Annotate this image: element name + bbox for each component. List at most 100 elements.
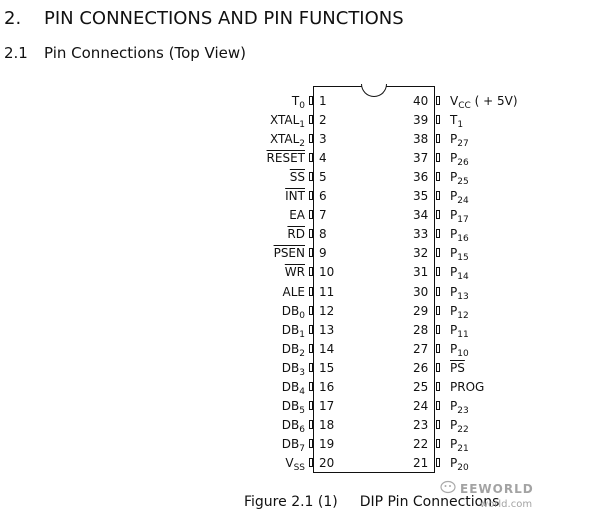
pin-lead-right bbox=[436, 305, 440, 315]
pin-lead-left bbox=[309, 191, 313, 201]
pin-number-30: 30 bbox=[413, 284, 429, 299]
pin-label-24: P23 bbox=[450, 398, 469, 416]
pin-label-13: DB1 bbox=[281, 322, 305, 340]
ic-package-body bbox=[313, 86, 435, 473]
pin-number-26: 26 bbox=[413, 360, 429, 375]
pin-lead-left bbox=[309, 267, 313, 277]
pin-lead-right bbox=[436, 248, 440, 258]
pin-label-16: DB4 bbox=[281, 379, 305, 397]
pin-lead-right bbox=[436, 286, 440, 296]
chat-bubble-icon bbox=[440, 480, 456, 494]
pin-number-8: 8 bbox=[319, 227, 327, 242]
pin-lead-left bbox=[309, 210, 313, 220]
pin-lead-right bbox=[436, 153, 440, 163]
pin-label-39: T1 bbox=[450, 113, 464, 131]
pin-label-4: RESET bbox=[266, 151, 305, 166]
pin-label-32: P15 bbox=[450, 246, 469, 264]
pin-label-12: DB0 bbox=[281, 303, 305, 321]
pin-label-23: P22 bbox=[450, 417, 469, 435]
pin-number-17: 17 bbox=[319, 398, 335, 413]
pin-lead-left bbox=[309, 134, 313, 144]
pin-lead-left bbox=[309, 400, 313, 410]
pin-label-19: DB7 bbox=[281, 436, 305, 454]
pin-label-3: XTAL2 bbox=[269, 132, 305, 150]
pin-lead-left bbox=[309, 324, 313, 334]
pin-lead-right bbox=[436, 267, 440, 277]
pin-label-26: PS bbox=[450, 360, 465, 375]
pin-number-12: 12 bbox=[319, 303, 335, 318]
section-title: PIN CONNECTIONS AND PIN FUNCTIONS bbox=[44, 8, 404, 29]
pin-number-2: 2 bbox=[319, 113, 327, 128]
pin-label-29: P12 bbox=[450, 303, 469, 321]
pin-label-31: P14 bbox=[450, 265, 469, 283]
pin-number-32: 32 bbox=[413, 246, 429, 261]
pin-label-35: P24 bbox=[450, 189, 469, 207]
pin-label-10: WR bbox=[284, 265, 305, 280]
pin-number-6: 6 bbox=[319, 189, 327, 204]
pin-label-5: SS bbox=[289, 170, 305, 185]
pin-number-27: 27 bbox=[413, 341, 429, 356]
pin-number-29: 29 bbox=[413, 303, 429, 318]
section-heading: 2. PIN CONNECTIONS AND PIN FUNCTIONS bbox=[4, 8, 404, 29]
pin-label-7: EA bbox=[289, 208, 305, 223]
pin-lead-right bbox=[436, 343, 440, 353]
pin-lead-right bbox=[436, 381, 440, 391]
pin-lead-left bbox=[309, 153, 313, 163]
pin-label-6: INT bbox=[285, 189, 305, 204]
pin-lead-left bbox=[309, 457, 313, 467]
pin-lead-right bbox=[436, 210, 440, 220]
pin-lead-left bbox=[309, 286, 313, 296]
pin-number-13: 13 bbox=[319, 322, 335, 337]
pin-label-9: PSEN bbox=[273, 246, 305, 261]
pin-lead-right bbox=[436, 115, 440, 125]
pin-lead-right bbox=[436, 229, 440, 239]
pin-label-20: VSS bbox=[285, 455, 305, 473]
pin-label-34: P17 bbox=[450, 208, 469, 226]
pin-number-25: 25 bbox=[413, 379, 429, 394]
pin-number-35: 35 bbox=[413, 189, 429, 204]
pin-number-21: 21 bbox=[413, 455, 429, 470]
pin-label-21: P20 bbox=[450, 455, 469, 473]
pin-lead-right bbox=[436, 96, 440, 105]
figure-caption: Figure 2.1 (1)DIP Pin Connections bbox=[244, 494, 499, 510]
pin-lead-right bbox=[436, 134, 440, 144]
pin-lead-left bbox=[309, 115, 313, 125]
pin-number-11: 11 bbox=[319, 284, 335, 299]
pin-lead-left bbox=[309, 362, 313, 372]
pin-lead-right bbox=[436, 324, 440, 334]
pin-lead-right bbox=[436, 172, 440, 182]
pin-label-22: P21 bbox=[450, 436, 469, 454]
pin-number-36: 36 bbox=[413, 170, 429, 185]
pin-number-9: 9 bbox=[319, 246, 327, 261]
pin-lead-left bbox=[309, 438, 313, 448]
pin-number-5: 5 bbox=[319, 170, 327, 185]
pin-label-30: P13 bbox=[450, 284, 469, 302]
section-number: 2. bbox=[4, 8, 22, 29]
pin-number-4: 4 bbox=[319, 151, 327, 166]
pin-number-24: 24 bbox=[413, 398, 429, 413]
pin-label-25: PROG bbox=[450, 379, 485, 394]
pin-lead-left bbox=[309, 172, 313, 182]
pin-number-22: 22 bbox=[413, 436, 429, 451]
pin-label-28: P11 bbox=[450, 322, 469, 340]
pin-label-27: P10 bbox=[450, 341, 469, 359]
pin-label-2: XTAL1 bbox=[269, 113, 305, 131]
pin-label-17: DB5 bbox=[281, 398, 305, 416]
pin-number-15: 15 bbox=[319, 360, 335, 375]
pin-lead-right bbox=[436, 362, 440, 372]
watermark-logo: EEWORLD bbox=[460, 482, 534, 496]
pin-label-36: P25 bbox=[450, 170, 469, 188]
pin-number-3: 3 bbox=[319, 132, 327, 147]
pin-lead-left bbox=[309, 381, 313, 391]
pin-lead-left bbox=[309, 419, 313, 429]
pin-lead-right bbox=[436, 191, 440, 201]
watermark: EEWORLD world.com bbox=[460, 482, 534, 510]
figure-number: Figure 2.1 (1) bbox=[244, 494, 338, 510]
pin-number-1: 1 bbox=[319, 94, 327, 108]
pin-number-40: 40 bbox=[413, 94, 429, 108]
pin-label-40: VCC ( + 5V) bbox=[450, 94, 518, 111]
pin-number-33: 33 bbox=[413, 227, 429, 242]
pin-label-1: T0 bbox=[291, 94, 305, 111]
pin-label-15: DB3 bbox=[281, 360, 305, 378]
